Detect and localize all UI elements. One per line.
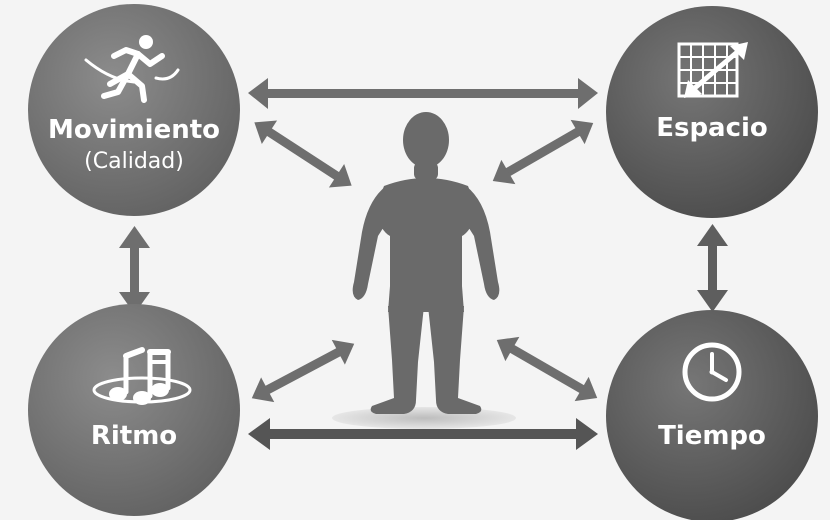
human-figure-icon bbox=[352, 112, 500, 414]
arrow-movimiento-center bbox=[254, 120, 352, 188]
node-tiempo-label: Tiempo bbox=[658, 421, 766, 451]
center-figure bbox=[332, 112, 516, 429]
node-movimiento-sublabel: (Calidad) bbox=[84, 149, 184, 174]
arrow-espacio-center bbox=[492, 119, 594, 185]
music-notes-icon bbox=[92, 347, 192, 405]
node-ritmo-label: Ritmo bbox=[91, 421, 177, 451]
arrow-espacio-tiempo bbox=[697, 224, 728, 312]
figure-shadow bbox=[332, 407, 516, 429]
arrow-tiempo-center bbox=[496, 336, 598, 402]
arrows bbox=[119, 78, 728, 450]
node-espacio-label: Espacio bbox=[656, 113, 768, 143]
arrow-ritmo-tiempo bbox=[248, 418, 598, 450]
arrow-movimiento-ritmo bbox=[119, 226, 150, 314]
node-tiempo: Tiempo bbox=[606, 310, 818, 520]
running-person-icon bbox=[84, 35, 180, 103]
node-movimiento-label: Movimiento bbox=[48, 115, 220, 145]
arrow-ritmo-center bbox=[251, 339, 355, 403]
clock-icon bbox=[682, 342, 742, 402]
grid-arrow-icon bbox=[677, 42, 748, 98]
node-ritmo: Ritmo bbox=[28, 304, 240, 516]
node-movimiento: Movimiento (Calidad) bbox=[28, 4, 240, 216]
node-espacio: Espacio bbox=[606, 6, 818, 218]
arrow-movimiento-espacio bbox=[248, 78, 598, 109]
